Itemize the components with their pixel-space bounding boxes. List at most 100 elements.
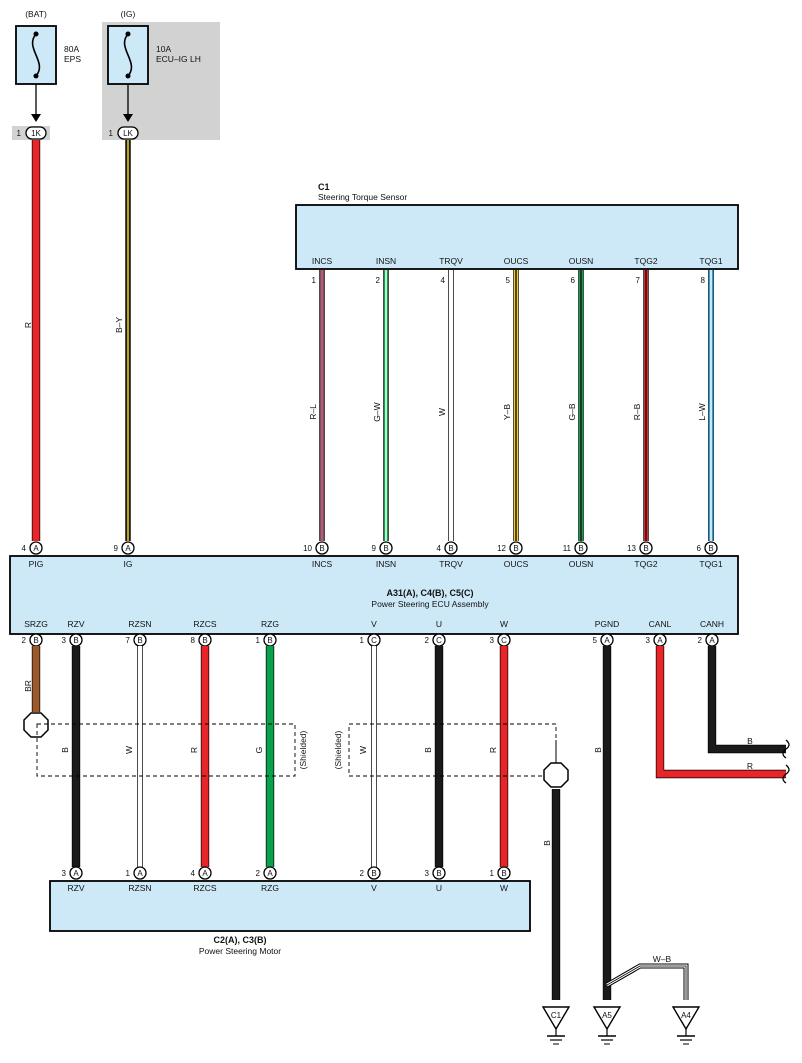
motor-terminal-v: V xyxy=(371,883,377,893)
ecu-sensor-conn-6-letter: B xyxy=(708,544,713,553)
fuse-name-1: ECU–IG LH xyxy=(156,54,201,64)
wire-canh xyxy=(708,646,786,753)
wire-label-sensor-1: G–W xyxy=(372,402,382,421)
motor-conn-rzcs-letter: A xyxy=(202,869,208,878)
ecu-bottom-pin-8: 5 xyxy=(593,636,598,645)
motor-pin-3: 2 xyxy=(256,869,261,878)
ecu-bottom-conn-v-letter: C xyxy=(371,636,377,645)
wire-label-wb: W–B xyxy=(653,954,672,964)
ecu-sensor-conn-4-letter: B xyxy=(578,544,583,553)
ecu-bottom-terminal-rzcs: RZCS xyxy=(193,619,216,629)
ecu-bottom-pin-7: 3 xyxy=(490,636,495,645)
sensor-terminal-oucs: OUCS xyxy=(504,256,529,266)
ecu-top-conn-ig xyxy=(121,541,135,555)
ecu-bottom-terminal-rzv: RZV xyxy=(68,619,85,629)
ecu-bottom-terminal-w: W xyxy=(500,619,508,629)
wire-canh-outline xyxy=(707,646,786,754)
ecu-bottom-terminal-u: U xyxy=(436,619,442,629)
wire-label-motor-3: R xyxy=(189,747,199,753)
shield-box-right xyxy=(348,723,557,777)
ecu-id: A31(A), C4(B), C5(C) xyxy=(386,588,473,598)
ecu-top-conn-pig xyxy=(29,541,43,555)
wire-label-motor-4: G xyxy=(254,747,264,754)
ecu-sensor-conn-3 xyxy=(509,541,523,555)
wire-label-motor-5: W xyxy=(358,746,368,754)
ecu-bottom-conn-pgnd-letter: A xyxy=(604,636,610,645)
wire-label-motor-2: W xyxy=(124,746,134,754)
shield-splice-left xyxy=(23,712,49,738)
wire-label-canl: R xyxy=(747,761,753,771)
ecu-sensor-conn-5 xyxy=(639,541,653,555)
sensor-box xyxy=(295,204,739,270)
ecu-bottom-pin-1: 3 xyxy=(62,636,67,645)
motor-conn-rzsn xyxy=(133,866,147,880)
ecu-sensor-conn-0-letter: B xyxy=(319,544,324,553)
motor-box xyxy=(49,880,531,932)
ecu-bottom-pin-0: 2 xyxy=(22,636,27,645)
motor-conn-rzv-letter: A xyxy=(73,869,79,878)
ecu-bottom-conn-canh-letter: A xyxy=(709,636,715,645)
fuse-1-element xyxy=(123,33,133,77)
sensor-terminal-insn: INSN xyxy=(376,256,396,266)
ecu-bottom-pin-9: 3 xyxy=(646,636,651,645)
ecu-bottom-terminal-srzg: SRZG xyxy=(24,619,48,629)
connector-top-1 xyxy=(117,126,139,140)
fuse-name-0: EPS xyxy=(64,54,81,64)
ecu-sensor-conn-2 xyxy=(444,541,458,555)
wire-label-motor-6: B xyxy=(423,747,433,753)
fuse-amp-0: 80A xyxy=(64,44,79,54)
ground-a4-triangle xyxy=(671,1006,701,1031)
motor-conn-u xyxy=(432,866,446,880)
wire-label-canh: B xyxy=(747,736,753,746)
wire-wb-stripe xyxy=(606,965,687,1000)
ecu-bottom-pin-4: 1 xyxy=(256,636,261,645)
sensor-pin-2: 4 xyxy=(441,276,446,285)
ecu-bottom-conn-rzsn-letter: B xyxy=(137,636,142,645)
ecu-sensor-terminal-incs: INCS xyxy=(312,559,333,569)
ecu-bottom-conn-canl-letter: A xyxy=(657,636,663,645)
ecu-top-terminal-ig: IG xyxy=(124,559,133,569)
ecu-top-pin-1: 9 xyxy=(114,544,119,553)
motor-conn-rzg-letter: A xyxy=(267,869,273,878)
sensor-id: C1 xyxy=(318,182,330,192)
ecu-sensor-conn-1-letter: B xyxy=(383,544,388,553)
wire-label-motor-7: R xyxy=(488,747,498,753)
sensor-name: Steering Torque Sensor xyxy=(318,192,407,202)
wire-wb-outline xyxy=(605,963,689,1000)
motor-terminal-u: U xyxy=(436,883,442,893)
ground-c1-triangle xyxy=(541,1006,571,1031)
sensor-pin-1: 2 xyxy=(376,276,381,285)
sensor-pin-3: 5 xyxy=(506,276,511,285)
shield-box-left xyxy=(36,723,296,777)
shield-label-right: (Shielded) xyxy=(333,730,343,769)
fuse-source-0: (BAT) xyxy=(25,9,47,19)
sensor-pin-0: 1 xyxy=(312,276,317,285)
motor-conn-rzcs xyxy=(198,866,212,880)
ecu-sensor-terminal-trqv: TRQV xyxy=(439,559,463,569)
sensor-terminal-ousn: OUSN xyxy=(569,256,594,266)
ecu-sensor-terminal-oucs: OUCS xyxy=(504,559,529,569)
ecu-sensor-conn-5-letter: B xyxy=(643,544,648,553)
ecu-bottom-conn-rzv-letter: B xyxy=(73,636,78,645)
fuse-arrow-1 xyxy=(123,114,133,122)
motor-conn-rzv xyxy=(69,866,83,880)
fuse-1-end-top xyxy=(125,31,131,37)
connector-top-pin-0: 1 xyxy=(17,129,22,138)
ecu-sensor-conn-3-letter: B xyxy=(513,544,518,553)
ecu-sensor-terminal-tqg1: TQG1 xyxy=(699,559,722,569)
motor-name: Power Steering Motor xyxy=(199,946,281,956)
ecu-sensor-conn-0 xyxy=(315,541,329,555)
ecu-bottom-pin-3: 8 xyxy=(191,636,196,645)
shield-splice-right xyxy=(543,762,569,788)
motor-conn-rzsn-letter: A xyxy=(137,869,143,878)
motor-terminal-rzv: RZV xyxy=(68,883,85,893)
wire-label-pgnd: B xyxy=(593,747,603,753)
wire-label-srzg: BR xyxy=(23,680,33,692)
ecu-sensor-conn-6 xyxy=(704,541,718,555)
wire-label-sensor-5: R–B xyxy=(632,403,642,420)
wire-label-motor-1: B xyxy=(60,747,70,753)
sensor-pin-6: 8 xyxy=(701,276,706,285)
ecu-bottom-pin-5: 1 xyxy=(360,636,365,645)
